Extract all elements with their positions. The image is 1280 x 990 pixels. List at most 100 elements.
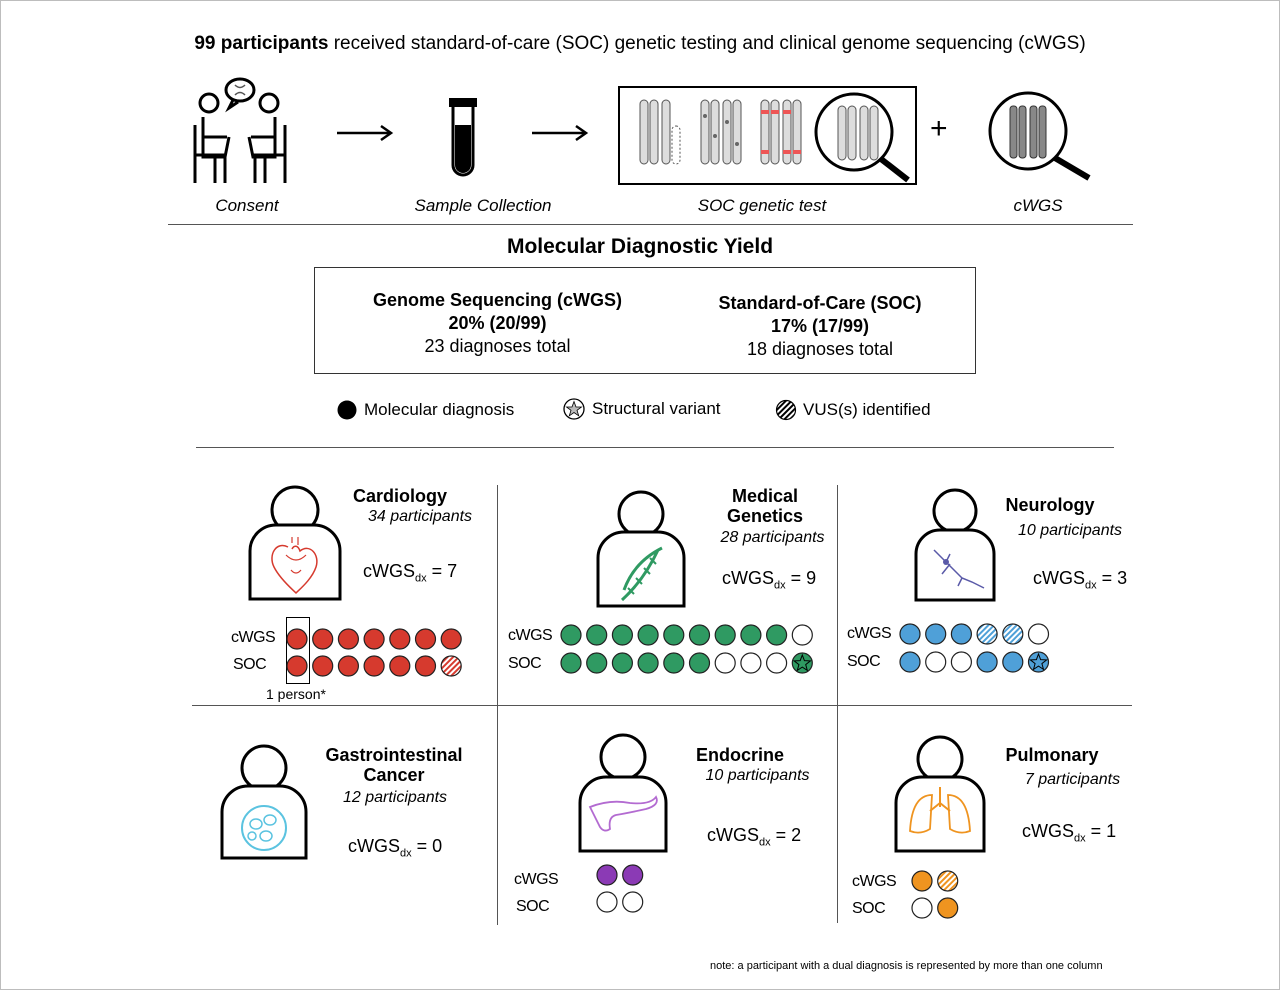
specialty-cardiology: Cardiology: [352, 486, 447, 506]
dx-value: = 3: [1101, 568, 1128, 588]
cwgs-vus-circle: [937, 870, 959, 892]
yield-soc: Standard-of-Care (SOC) 17% (17/99) 18 di…: [675, 292, 965, 361]
yield-box: Genome Sequencing (cWGS) 20% (20/99) 23 …: [314, 267, 976, 374]
specialty-pulmonary: Pulmonary: [1005, 745, 1099, 765]
yield-cwgs-pct: 20% (20/99): [448, 313, 547, 333]
medical-genetics-participants: 28 participants: [720, 529, 825, 546]
cwgs-diagnosis-circle: [337, 628, 359, 650]
cwgs-vus-circle: [1002, 623, 1024, 645]
row-label-soc: SOC: [852, 900, 886, 917]
person-neuron-icon: [914, 488, 996, 602]
yield-soc-heading: Standard-of-Care (SOC): [718, 293, 922, 313]
soc-diagnosis-circle: [637, 652, 659, 674]
cwgs-diagnosis-circle: [440, 628, 462, 650]
row-label-soc: SOC: [508, 655, 542, 672]
cwgs-diagnosis-circle: [765, 624, 788, 646]
dx-value: = 2: [775, 825, 802, 845]
dx-sub: dx: [415, 572, 427, 585]
soc-diagnosis-circle: [337, 655, 359, 677]
row-label-soc: SOC: [233, 656, 267, 673]
cwgs-diagnosis-circle: [950, 623, 973, 645]
soc-empty-circle: [765, 652, 788, 674]
step-soc-genetic-test: SOC genetic test: [697, 196, 827, 215]
cwgs-diagnosis-circle: [899, 623, 921, 645]
dx-value: = 9: [790, 568, 817, 588]
star-circle-icon: [563, 398, 585, 420]
dx-sub: dx: [1074, 832, 1086, 845]
soc-diagnosis-circle: [363, 655, 385, 677]
person-pancreas-icon: [578, 733, 668, 853]
row-label-soc: SOC: [516, 898, 550, 915]
yield-cwgs: Genome Sequencing (cWGS) 20% (20/99) 23 …: [345, 289, 650, 358]
dx-prefix: cWGS: [722, 568, 774, 588]
arrow-icon: [532, 124, 589, 142]
cwgs-diagnosis-circle: [622, 864, 644, 886]
soc-diagnosis-circle: [1002, 651, 1024, 673]
plus-sign: +: [930, 112, 948, 145]
row-label-soc: SOC: [847, 653, 881, 670]
grid-line: [497, 485, 498, 705]
cwgs-diagnosis-circle: [596, 864, 618, 886]
soc-diagnosis-circle: [611, 652, 634, 674]
specialty-medical-genetics: Medical Genetics: [726, 486, 804, 526]
legend-vus: VUS(s) identified: [775, 399, 931, 421]
cwgs-diagnosis-circle: [363, 628, 385, 650]
dx-prefix: cWGS: [348, 836, 400, 856]
soc-diagnosis-circle: [663, 652, 685, 674]
cwgs-diagnosis-circle: [586, 624, 608, 646]
one-person-box: [286, 617, 310, 684]
yield-title: Molecular Diagnostic Yield: [506, 235, 774, 258]
medical-genetics-dx: cWGSdx = 9: [722, 568, 816, 592]
grid-line: [837, 705, 838, 923]
cardiology-dx: cWGSdx = 7: [363, 561, 457, 585]
structural-variant-star-icon: [1029, 652, 1048, 671]
structural-variant-star-icon: [792, 653, 812, 672]
legend-molecular-label: Molecular diagnosis: [364, 400, 515, 419]
soc-vus-circle: [440, 655, 462, 677]
filled-circle-icon: [337, 400, 357, 420]
cwgs-diagnosis-circle: [663, 624, 685, 646]
yield-soc-total: 18 diagnoses total: [746, 339, 894, 359]
hatched-circle-icon: [775, 399, 797, 421]
grid-line: [837, 485, 838, 705]
cwgs-diagnosis-circle: [637, 624, 659, 646]
soc-diagnosis-circle: [312, 655, 334, 677]
cwgs-diagnosis-circle: [925, 623, 947, 645]
dx-value: = 0: [416, 836, 443, 856]
cwgs-empty-circle: [1027, 623, 1050, 645]
dx-value: = 1: [1090, 821, 1117, 841]
cwgs-vus-circle: [976, 623, 998, 645]
dx-prefix: cWGS: [1033, 568, 1085, 588]
soc-diagnosis-circle: [286, 655, 308, 677]
person-lungs-icon: [894, 735, 986, 853]
pulmonary-participants: 7 participants: [1024, 771, 1121, 788]
test-tube-icon: [449, 98, 477, 177]
row-label-cwgs: cWGS: [508, 627, 553, 644]
row-label-cwgs: cWGS: [231, 629, 276, 646]
legend-structural: Structural variant: [562, 397, 721, 421]
cwgs-empty-circle: [791, 624, 813, 646]
arrow-icon: [337, 124, 394, 142]
divider: [196, 447, 1114, 448]
yield-soc-pct: 17% (17/99): [770, 316, 870, 336]
grid-line: [192, 705, 1132, 706]
soc-empty-circle: [911, 897, 933, 919]
footnote: note: a participant with a dual diagnosi…: [710, 960, 1103, 972]
dx-sub: dx: [759, 836, 771, 849]
cwgs-diagnosis-circle: [611, 624, 634, 646]
soc-diagnosis-circle: [560, 652, 582, 674]
pulmonary-dx: cWGSdx = 1: [1022, 821, 1116, 845]
page-title: 99 participants received standard-of-car…: [194, 33, 1086, 54]
step-consent: Consent: [215, 196, 279, 215]
dx-value: = 7: [431, 561, 458, 581]
row-label-cwgs: cWGS: [514, 871, 559, 888]
cwgs-diagnosis-circle: [911, 870, 933, 892]
grid-line: [497, 705, 498, 925]
dx-sub: dx: [1085, 579, 1097, 592]
step-sample-collection: Sample Collection: [414, 196, 552, 215]
cwgs-diagnosis-circle: [312, 628, 334, 650]
dx-prefix: cWGS: [1022, 821, 1074, 841]
soc-diagnosis-circle: [586, 652, 608, 674]
cwgs-diagnosis-circle: [414, 628, 437, 650]
step-cwgs: cWGS: [1013, 196, 1063, 215]
